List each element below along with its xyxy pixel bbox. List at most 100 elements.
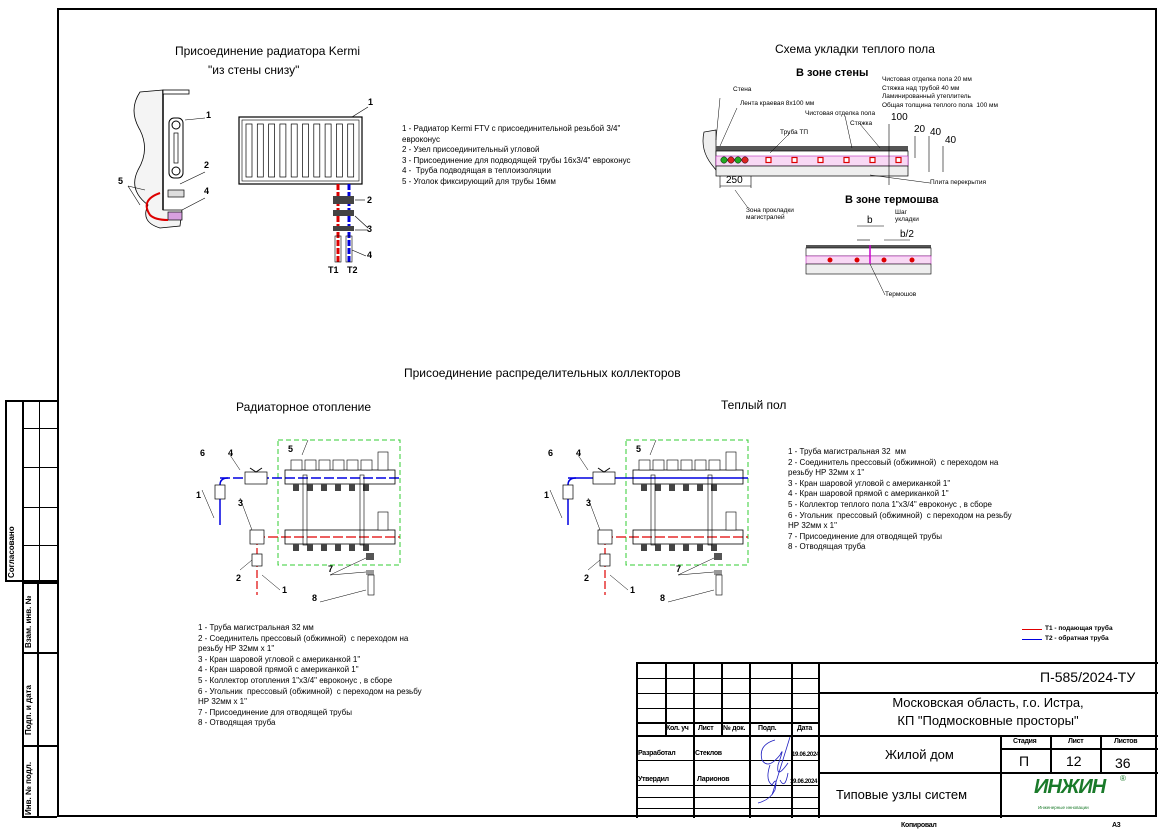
- name-developer: Стеклов: [695, 750, 722, 757]
- collector-return-bar: [632, 469, 744, 485]
- press-elbow: [214, 484, 226, 500]
- role-developer: Разработал: [638, 750, 676, 757]
- mark-5: 5: [118, 176, 124, 186]
- logo-subtitle: Инженерные инновации: [1038, 805, 1089, 810]
- main-pipe: [727, 156, 735, 164]
- radiator-fin: [256, 123, 264, 178]
- dim-40a: 40: [930, 127, 942, 138]
- role-approver: Утвердил: [638, 776, 669, 783]
- collector-valve: [694, 459, 707, 471]
- callout-5: 5: [636, 444, 642, 454]
- callout-2: 2: [584, 573, 590, 583]
- callout-1: 1: [544, 490, 550, 500]
- floor-pipe: [765, 156, 772, 164]
- callout-7: 7: [328, 564, 334, 574]
- callout-6: 6: [548, 448, 554, 458]
- bracket: [302, 474, 308, 546]
- copied-label: Копировал: [901, 822, 937, 829]
- callout-4: 4: [228, 448, 234, 458]
- radiator-fin: [279, 123, 287, 178]
- radiator-fin: [336, 123, 343, 178]
- leader-line: [549, 489, 563, 519]
- label-thermo-joint: Термошов: [885, 291, 917, 298]
- floor-pipe: [817, 156, 824, 164]
- callout-8: 8: [660, 593, 666, 603]
- radiator-fin: [268, 123, 275, 178]
- collector-outlet: [349, 544, 355, 551]
- collector-outlet: [697, 484, 703, 491]
- callout-2: 2: [236, 573, 242, 583]
- main-pipe: [734, 156, 742, 164]
- leader-line: [229, 454, 241, 471]
- bracket: [359, 474, 365, 546]
- floor-heating-legend: 1 - Труба магистральная 32 мм 2 - Соедин…: [788, 447, 1012, 552]
- collector-outlet: [293, 544, 299, 551]
- collector-outlet: [641, 544, 647, 551]
- sheet-title: Типовые узлы систем: [836, 787, 968, 802]
- press-coupling: [251, 553, 263, 567]
- radiator-subtitle: "из стены снизу": [208, 63, 300, 77]
- leader-line: [587, 497, 601, 531]
- ball-valve-angle: [249, 529, 265, 545]
- valve-handle: [249, 467, 263, 473]
- radiator-fin: [324, 123, 332, 178]
- main-pipe: [720, 156, 728, 164]
- mark-1: 1: [206, 110, 212, 120]
- collector-outlet: [307, 484, 313, 491]
- collector-return-bar: [284, 469, 396, 485]
- radiator-collector-drawing: [201, 439, 401, 603]
- air-vent: [725, 451, 737, 471]
- address-line-2: КП "Подмосковные просторы": [897, 713, 1079, 728]
- radiator-heating-legend: 1 - Труба магистральная 32 мм 2 - Соедин…: [198, 623, 422, 728]
- collector-outlet: [697, 544, 703, 551]
- collector-valve: [666, 459, 679, 471]
- header-date: Дата: [797, 725, 813, 732]
- dim-b2: b/2: [900, 229, 914, 240]
- outlet-pipe: [367, 574, 375, 596]
- name-approver: Ларионов: [697, 776, 730, 783]
- collector-valve: [652, 459, 665, 471]
- collector-valve: [638, 459, 651, 471]
- collector-outlet: [655, 484, 661, 491]
- floor-pipe: [895, 156, 902, 164]
- radiator-fin: [347, 123, 355, 178]
- leader-line: [239, 497, 253, 531]
- dim-100: 100: [891, 112, 908, 123]
- collector-valve: [708, 459, 721, 471]
- callout-7: 7: [676, 564, 682, 574]
- radiator-heating-title: Радиаторное отопление: [236, 400, 372, 414]
- leader-line: [329, 571, 367, 576]
- sheet-value: 12: [1066, 753, 1082, 769]
- callout-6: 6: [200, 448, 206, 458]
- leader-line: [667, 589, 715, 603]
- wall-zone-title: В зоне стены: [796, 67, 869, 79]
- leader-line: [301, 439, 309, 456]
- collector-outlet: [683, 544, 689, 551]
- dim-250: 250: [726, 175, 743, 186]
- company-logo: ИНЖИН: [1034, 776, 1106, 798]
- collector-valve: [304, 459, 317, 471]
- floor-heating-title: Теплый пол: [721, 398, 787, 412]
- mark-2-front: 2: [367, 195, 373, 205]
- label-main-zone: Зона прокладки магистралей: [746, 207, 794, 221]
- leader-line: [677, 557, 715, 576]
- format-label: А3: [1112, 822, 1121, 829]
- outlet-connection: [366, 553, 374, 560]
- collector-valve: [680, 459, 693, 471]
- label-step: Шаг укладки: [895, 209, 919, 223]
- radiator-fin: [245, 123, 253, 178]
- floor-notes: Чистовая отделка пола 20 мм Стяжка над т…: [882, 76, 998, 109]
- header-sheet: Лист: [698, 725, 714, 732]
- sign-date-label: Подп. и дата: [24, 685, 33, 735]
- floor-collector-drawing: [549, 439, 749, 603]
- outlet-connection: [714, 570, 722, 575]
- collector-outlet: [363, 484, 369, 491]
- sheet-label: Лист: [1068, 738, 1084, 745]
- air-vent: [377, 511, 389, 531]
- collector-outlet: [307, 544, 313, 551]
- label-edge-tape: Лента краевая 8х100 мм: [740, 100, 815, 107]
- dim-40b: 40: [945, 135, 957, 146]
- document-code: П-585/2024-ТУ: [1040, 669, 1136, 685]
